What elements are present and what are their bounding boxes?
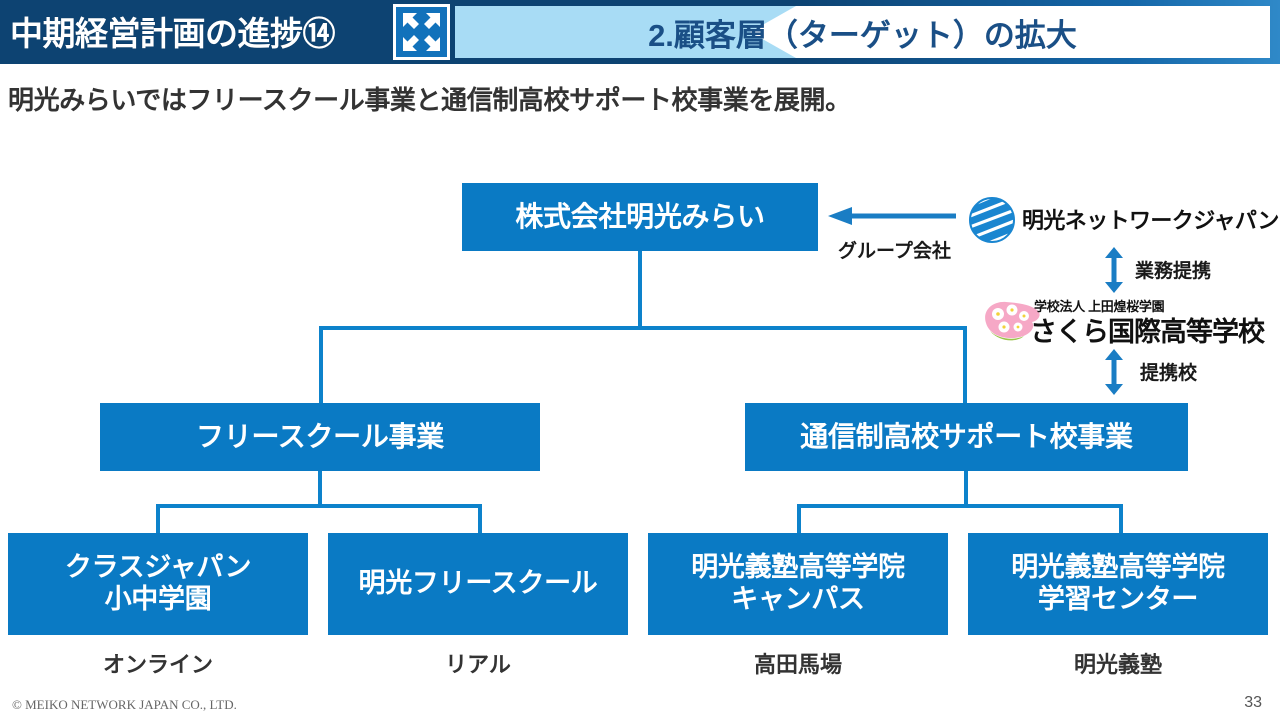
- connector-freeschool-drop-1: [156, 504, 160, 535]
- partner-name-sakura-kokusai-high-school: さくら国際高等学校: [1030, 317, 1265, 347]
- connector-freeschool-trunk: [318, 471, 322, 507]
- org-caption-meiko-free-school: リアル: [445, 652, 511, 677]
- sakura-blossom-logo-icon: [980, 297, 1046, 345]
- connector-support-drop-1: [797, 504, 801, 535]
- page-title: 中期経営計画の進捗⑭: [10, 15, 336, 52]
- org-node-meiko-free-school[interactable]: 明光フリースクール: [328, 533, 628, 635]
- org-node-meiko-gijuku-campus[interactable]: 明光義塾高等学院 キャンパス: [648, 533, 948, 635]
- arrow-updown-affiliate-icon: [1101, 349, 1127, 395]
- label-business-alliance: 業務提携: [1135, 261, 1212, 282]
- connector-freeschool-bar: [156, 504, 482, 508]
- label-group-company: グループ会社: [838, 241, 951, 262]
- expand-arrows-icon: [393, 4, 450, 60]
- connector-support-drop-2: [1119, 504, 1123, 535]
- connector-main-right-drop: [963, 326, 967, 405]
- partner-subname-ueda-kouou-gakuen: 学校法人 上田煌桜学園: [1034, 299, 1165, 314]
- org-node-class-japan[interactable]: クラスジャパン 小中学園: [8, 533, 308, 635]
- section-band: [455, 6, 1270, 58]
- connector-main-left-drop: [319, 326, 323, 405]
- footer-page-number: 33: [1244, 694, 1262, 711]
- org-node-meiko-gijuku-learning-center[interactable]: 明光義塾高等学院 学習センター: [968, 533, 1268, 635]
- partner-name-meiko-network-japan: 明光ネットワークジャパン: [1022, 208, 1279, 233]
- org-node-freeschool-business[interactable]: フリースクール事業: [100, 403, 540, 471]
- connector-support-bar: [797, 504, 1123, 508]
- org-node-root[interactable]: 株式会社明光みらい: [462, 183, 818, 251]
- footer-copyright: © MEIKO NETWORK JAPAN CO., LTD.: [12, 697, 237, 712]
- org-caption-meiko-gijuku-campus: 高田馬場: [753, 652, 842, 677]
- connector-main-bar: [319, 326, 967, 330]
- meiko-globe-logo-icon: [968, 196, 1016, 244]
- connector-root-trunk: [638, 251, 642, 328]
- connector-support-trunk: [964, 471, 968, 507]
- section-title: 2.顧客層（ターゲット）の拡大: [648, 17, 1077, 53]
- org-caption-class-japan: オンライン: [102, 652, 213, 677]
- label-affiliated-school: 提携校: [1140, 363, 1198, 384]
- section-band-chevron: [750, 6, 1270, 58]
- arrow-updown-alliance-icon: [1101, 247, 1127, 293]
- slide-subtitle: 明光みらいではフリースクール事業と通信制高校サポート校事業を展開。: [8, 85, 851, 115]
- org-caption-meiko-gijuku-learning-center: 明光義塾: [1073, 652, 1162, 677]
- arrow-left-icon: [828, 205, 958, 227]
- org-node-correspondence-support-business[interactable]: 通信制高校サポート校事業: [745, 403, 1188, 471]
- connector-freeschool-drop-2: [478, 504, 482, 535]
